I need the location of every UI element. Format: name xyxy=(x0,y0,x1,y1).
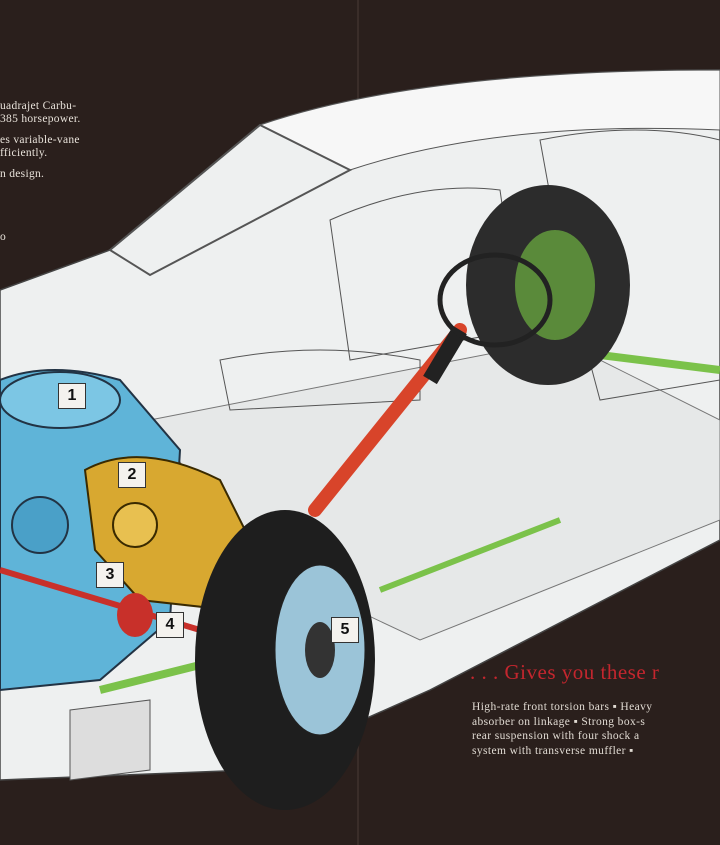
text-line: High-rate front torsion bars ▪ Heavy xyxy=(472,701,653,713)
roof xyxy=(258,69,720,171)
seats xyxy=(219,129,720,411)
text-line: o xyxy=(0,231,7,243)
text-line: 385 horsepower. xyxy=(0,113,81,125)
text-line: uadrajet Carbu- xyxy=(0,100,77,112)
text-line: n design. xyxy=(0,168,45,180)
headline: . . . Gives you these r xyxy=(470,660,660,684)
text-line: system with transverse muffler ▪ xyxy=(472,744,634,757)
callout-4: 4 xyxy=(156,612,184,638)
callout-5: 5 xyxy=(331,617,359,643)
left-column-text: uadrajet Carbu- 385 horsepower. es varia… xyxy=(0,100,81,244)
callout-1: 1 xyxy=(58,383,86,409)
text-line: fficiently. xyxy=(0,147,48,159)
text-line: es variable-vane xyxy=(0,134,80,146)
callout-2: 2 xyxy=(118,462,146,488)
callout-3: 3 xyxy=(96,562,124,588)
text-line: absorber on linkage ▪ Strong box-s xyxy=(472,715,646,728)
right-column-text: High-rate front torsion bars ▪ Heavy abs… xyxy=(472,700,652,758)
frame-rail xyxy=(378,517,562,593)
text-line: rear suspension with four shock a xyxy=(472,730,640,742)
grille xyxy=(69,699,151,781)
windshield xyxy=(108,123,353,277)
steering-wheel xyxy=(437,252,553,348)
